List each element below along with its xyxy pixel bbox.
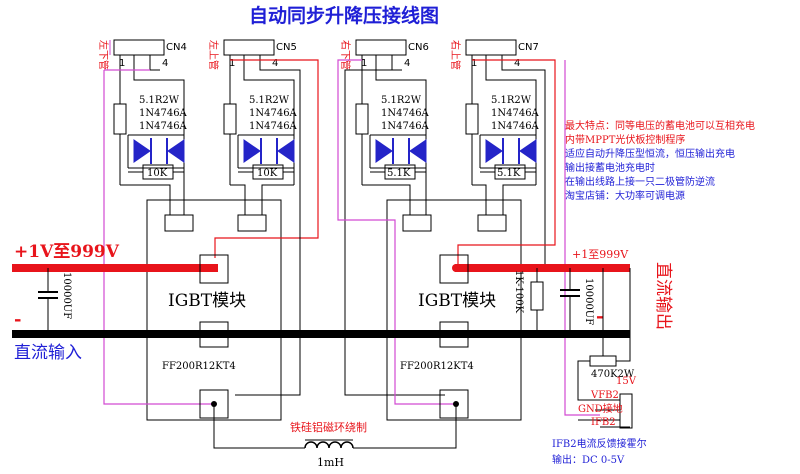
igbt-left-part: FF200R12KT4 bbox=[162, 361, 236, 372]
connector-cn5-side: 左上管 bbox=[207, 40, 220, 70]
gate-driver-cn7 bbox=[465, 55, 537, 232]
feedback-note-1: IFB2电流反馈接霍尔 bbox=[552, 437, 647, 450]
output-capacitor-value: 10000UF bbox=[583, 278, 594, 325]
zener-pair-cn5 bbox=[243, 138, 295, 164]
diode-label-b-cn6: 1N4746A bbox=[381, 121, 430, 132]
igbt-right-node-minus bbox=[452, 330, 460, 338]
feedback-resistor-value: 470K2W bbox=[591, 369, 635, 380]
connector-cn4-id: CN4 bbox=[166, 42, 187, 53]
igbt-right-terminals bbox=[439, 254, 469, 419]
connector-cn5: CN5 左上管 1 4 bbox=[207, 39, 297, 70]
inductor-label: 铁硅铝磁环绕制 bbox=[290, 420, 367, 434]
note-line-1: 最大特点：同等电压的蓄电池可以互相充电 bbox=[565, 119, 755, 132]
diode-label-a-cn5: 1N4746A bbox=[249, 108, 298, 119]
inductor-wire-left bbox=[213, 404, 305, 449]
wire-feedback-pink bbox=[564, 60, 600, 416]
diode-label-a-cn6: 1N4746A bbox=[381, 108, 430, 119]
inductor-value: 1mH bbox=[317, 456, 344, 469]
wire-cn5-red bbox=[214, 59, 319, 258]
connector-cn5-pin4: 4 bbox=[272, 58, 278, 69]
connector-cn6-id: CN6 bbox=[408, 42, 429, 53]
connector-cn4: CN4 左下管 1 4 bbox=[97, 39, 187, 70]
igbt-right-part: FF200R12KT4 bbox=[400, 361, 474, 372]
input-capacitor-value: 10000UF bbox=[61, 272, 72, 319]
connector-cn4-pin1: 1 bbox=[119, 58, 125, 69]
connector-cn7-pin4: 4 bbox=[514, 58, 520, 69]
diagram-title: 自动同步升降压接线图 bbox=[249, 4, 439, 27]
igbt-left-node-minus bbox=[210, 330, 218, 338]
output-divider-resistor bbox=[530, 268, 544, 334]
wire-cn7-black bbox=[502, 69, 546, 270]
diode-label-a-cn7: 1N4746A bbox=[491, 108, 540, 119]
connector-cn6-pin4: 4 bbox=[404, 58, 410, 69]
zener-pair-cn7 bbox=[485, 138, 537, 164]
feedback-ifb2: IFB2 bbox=[591, 417, 616, 428]
igbt-left-label: IGBT模块 bbox=[168, 291, 246, 311]
input-capacitor bbox=[38, 268, 58, 334]
note-line-5: 在输出线路上接一只二极管防逆流 bbox=[565, 175, 715, 188]
inductor-coil bbox=[304, 441, 354, 449]
connector-cn6-side: 右下管 bbox=[339, 40, 352, 70]
igbt-right-label: IGBT模块 bbox=[418, 291, 496, 311]
output-minus-sign: - bbox=[596, 306, 603, 327]
resistor-5r1-cn5: 5.1R2W bbox=[249, 95, 290, 106]
zener-pair-cn6 bbox=[375, 138, 427, 164]
diode-label-b-cn7: 1N4746A bbox=[491, 121, 540, 132]
output-divider-value: 1K-100K bbox=[513, 270, 524, 314]
connector-cn7-pin1: 1 bbox=[471, 58, 477, 69]
connector-cn5-id: CN5 bbox=[276, 42, 297, 53]
inductor-wire-right bbox=[353, 404, 457, 449]
wire-left-low-pink bbox=[103, 70, 214, 405]
igbt-right-node-plus bbox=[452, 264, 460, 272]
note-line-2: 内带MPPT光伏板控制程序 bbox=[565, 133, 685, 146]
note-line-3: 适应自动升降压型恒流，恒压输出充电 bbox=[565, 147, 735, 160]
wire-cn7-red bbox=[457, 59, 556, 266]
igbt-module-right-outline bbox=[386, 199, 522, 421]
connector-cn6-pin1: 1 bbox=[361, 58, 367, 69]
zener-pair-cn4 bbox=[133, 138, 185, 164]
output-capacitor bbox=[560, 268, 580, 334]
input-voltage-label: +1V至999V bbox=[14, 242, 120, 262]
feedback-gnd: GND接地 bbox=[578, 402, 623, 415]
note-line-6: 淘宝店铺：大功率可调电源 bbox=[565, 189, 685, 202]
connector-cn4-pin4: 4 bbox=[162, 58, 168, 69]
input-label: 直流输入 bbox=[14, 343, 82, 363]
diode-label-a-cn4: 1N4746A bbox=[139, 108, 188, 119]
resistor-5r1-cn4: 5.1R2W bbox=[139, 95, 180, 106]
igbt-left-node-plus bbox=[210, 264, 218, 272]
connector-cn6: CN6 右下管 1 4 bbox=[339, 39, 429, 70]
output-voltage-label: +1至999V bbox=[572, 248, 629, 261]
bottom-resistor-cn7: 5.1K bbox=[497, 168, 521, 179]
gate-driver-cn4 bbox=[113, 55, 194, 232]
connector-cn4-side: 左下管 bbox=[97, 40, 110, 70]
gate-driver-cn5 bbox=[223, 55, 295, 232]
feedback-network bbox=[577, 268, 633, 429]
resistor-5r1-cn7: 5.1R2W bbox=[491, 95, 532, 106]
resistor-5r1-cn6: 5.1R2W bbox=[381, 95, 422, 106]
output-label: 直流输出 bbox=[653, 262, 673, 330]
gate-driver-cn6 bbox=[355, 55, 432, 232]
wire-cn5-black bbox=[235, 69, 301, 396]
connector-cn5-pin1: 1 bbox=[229, 58, 235, 69]
diode-label-b-cn5: 1N4746A bbox=[249, 121, 298, 132]
diode-label-b-cn4: 1N4746A bbox=[139, 121, 188, 132]
connector-cn7-side: 右上管 bbox=[449, 40, 462, 70]
bottom-resistor-cn4: 10K bbox=[147, 168, 168, 179]
feedback-15v: 15V bbox=[616, 376, 637, 387]
bottom-resistor-cn5: 10K bbox=[257, 168, 278, 179]
bottom-resistor-cn6: 5.1K bbox=[387, 168, 411, 179]
wire-cn6-pink bbox=[337, 59, 455, 405]
feedback-vfb2: VFB2 bbox=[590, 390, 619, 401]
note-line-4: 输出接蓄电池充电时 bbox=[565, 161, 655, 174]
feedback-note-2: 输出：DC 0-5V bbox=[552, 453, 625, 466]
connector-cn7-id: CN7 bbox=[518, 42, 539, 53]
connector-cn7: CN7 右上管 1 4 bbox=[449, 39, 539, 70]
input-minus-sign: - bbox=[14, 309, 21, 330]
